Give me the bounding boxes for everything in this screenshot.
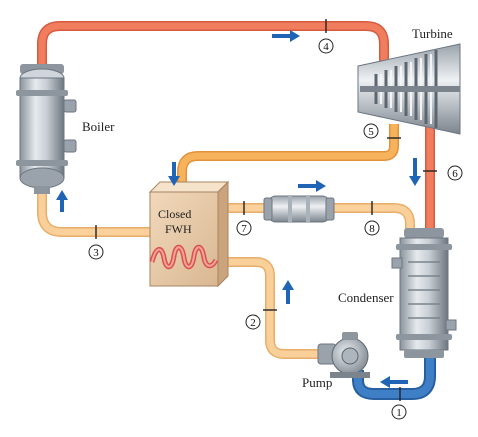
state-2: 2 (245, 314, 261, 330)
flow-arrow-icon (272, 30, 300, 42)
boiler (16, 64, 77, 194)
svg-text:7: 7 (241, 223, 247, 235)
flow-arrows (56, 30, 421, 388)
state-8: 8 (364, 220, 380, 236)
svg-text:6: 6 (452, 168, 458, 180)
condenser (391, 228, 457, 358)
svg-text:2: 2 (250, 317, 256, 329)
pump (317, 332, 370, 378)
state-5: 5 (363, 123, 379, 139)
state-1: 1 (391, 404, 407, 420)
state-6: 6 (447, 165, 463, 181)
state-4: 4 (318, 38, 334, 54)
pipe-boiler-to-turbine (37, 21, 389, 74)
flow-arrow-icon (282, 280, 294, 304)
turbine (357, 43, 461, 135)
condenser-label: Condenser (338, 290, 394, 305)
boiler-label: Boiler (82, 119, 115, 134)
closed-fwh (148, 180, 230, 288)
state-7: 7 (236, 220, 252, 236)
svg-text:5: 5 (368, 126, 374, 138)
turbine-label: Turbine (412, 26, 453, 41)
svg-text:1: 1 (396, 407, 402, 419)
flow-arrow-icon (168, 162, 180, 186)
flow-arrow-icon (380, 376, 408, 388)
pipe-pump-to-fwh (220, 257, 330, 359)
fwh-label-line2: FWH (165, 222, 192, 236)
svg-text:4: 4 (323, 41, 329, 53)
state-3: 3 (88, 244, 104, 260)
pump-label: Pump (302, 375, 332, 390)
flow-arrow-icon (56, 190, 68, 212)
flow-arrow-icon (298, 180, 326, 192)
svg-text:8: 8 (369, 223, 375, 235)
flow-arrow-icon (409, 158, 421, 186)
fwh-label-line1: Closed (158, 207, 191, 221)
state-ticks (95, 19, 437, 401)
svg-text:3: 3 (93, 247, 99, 259)
trap-valve (263, 195, 335, 223)
